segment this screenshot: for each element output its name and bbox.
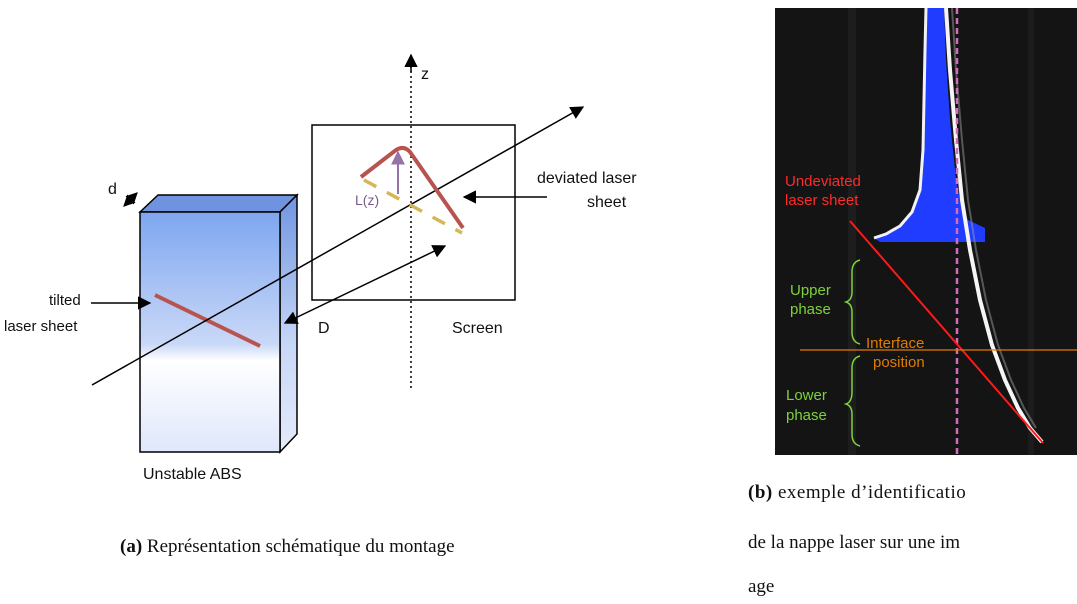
D-double-arrow xyxy=(283,245,447,324)
caption-b-line2: de la nappe laser sur une im xyxy=(748,532,961,553)
tilted-laser-sheet xyxy=(154,293,261,348)
caption-a-tag: (a) xyxy=(120,536,143,557)
D-label: D xyxy=(318,320,330,337)
abs-front-face xyxy=(139,211,281,453)
caption-a-text: Représentation schématique du montage xyxy=(142,536,455,557)
tilted-label-line1: tilted xyxy=(49,292,81,309)
caption-b-text1: exemple d’identificatio xyxy=(772,482,967,503)
undeviated-dashes xyxy=(363,178,463,235)
caption-a: (a) Représentation schématique du montag… xyxy=(120,536,455,558)
abs-label: Unstable ABS xyxy=(143,466,242,483)
d-label: d xyxy=(108,181,117,198)
d-double-arrow xyxy=(123,192,138,207)
tilted-label-line2: laser sheet xyxy=(4,318,78,335)
caption-b-tag: (b) xyxy=(748,482,773,503)
deviated-laser-sheet xyxy=(359,145,465,230)
caption-b-line3: age xyxy=(748,576,775,597)
deviated-label-line1: deviated laser xyxy=(537,170,637,187)
screen-label: Screen xyxy=(452,320,503,337)
caption-b-line1: (b) exemple d’identificatio xyxy=(748,482,966,504)
setup-schematic: z L(z) deviated laser sheet D Screen d t… xyxy=(4,53,637,483)
z-axis-label: z xyxy=(421,66,429,83)
deviated-label-line2: sheet xyxy=(587,194,627,211)
Lz-label: L(z) xyxy=(355,192,379,208)
